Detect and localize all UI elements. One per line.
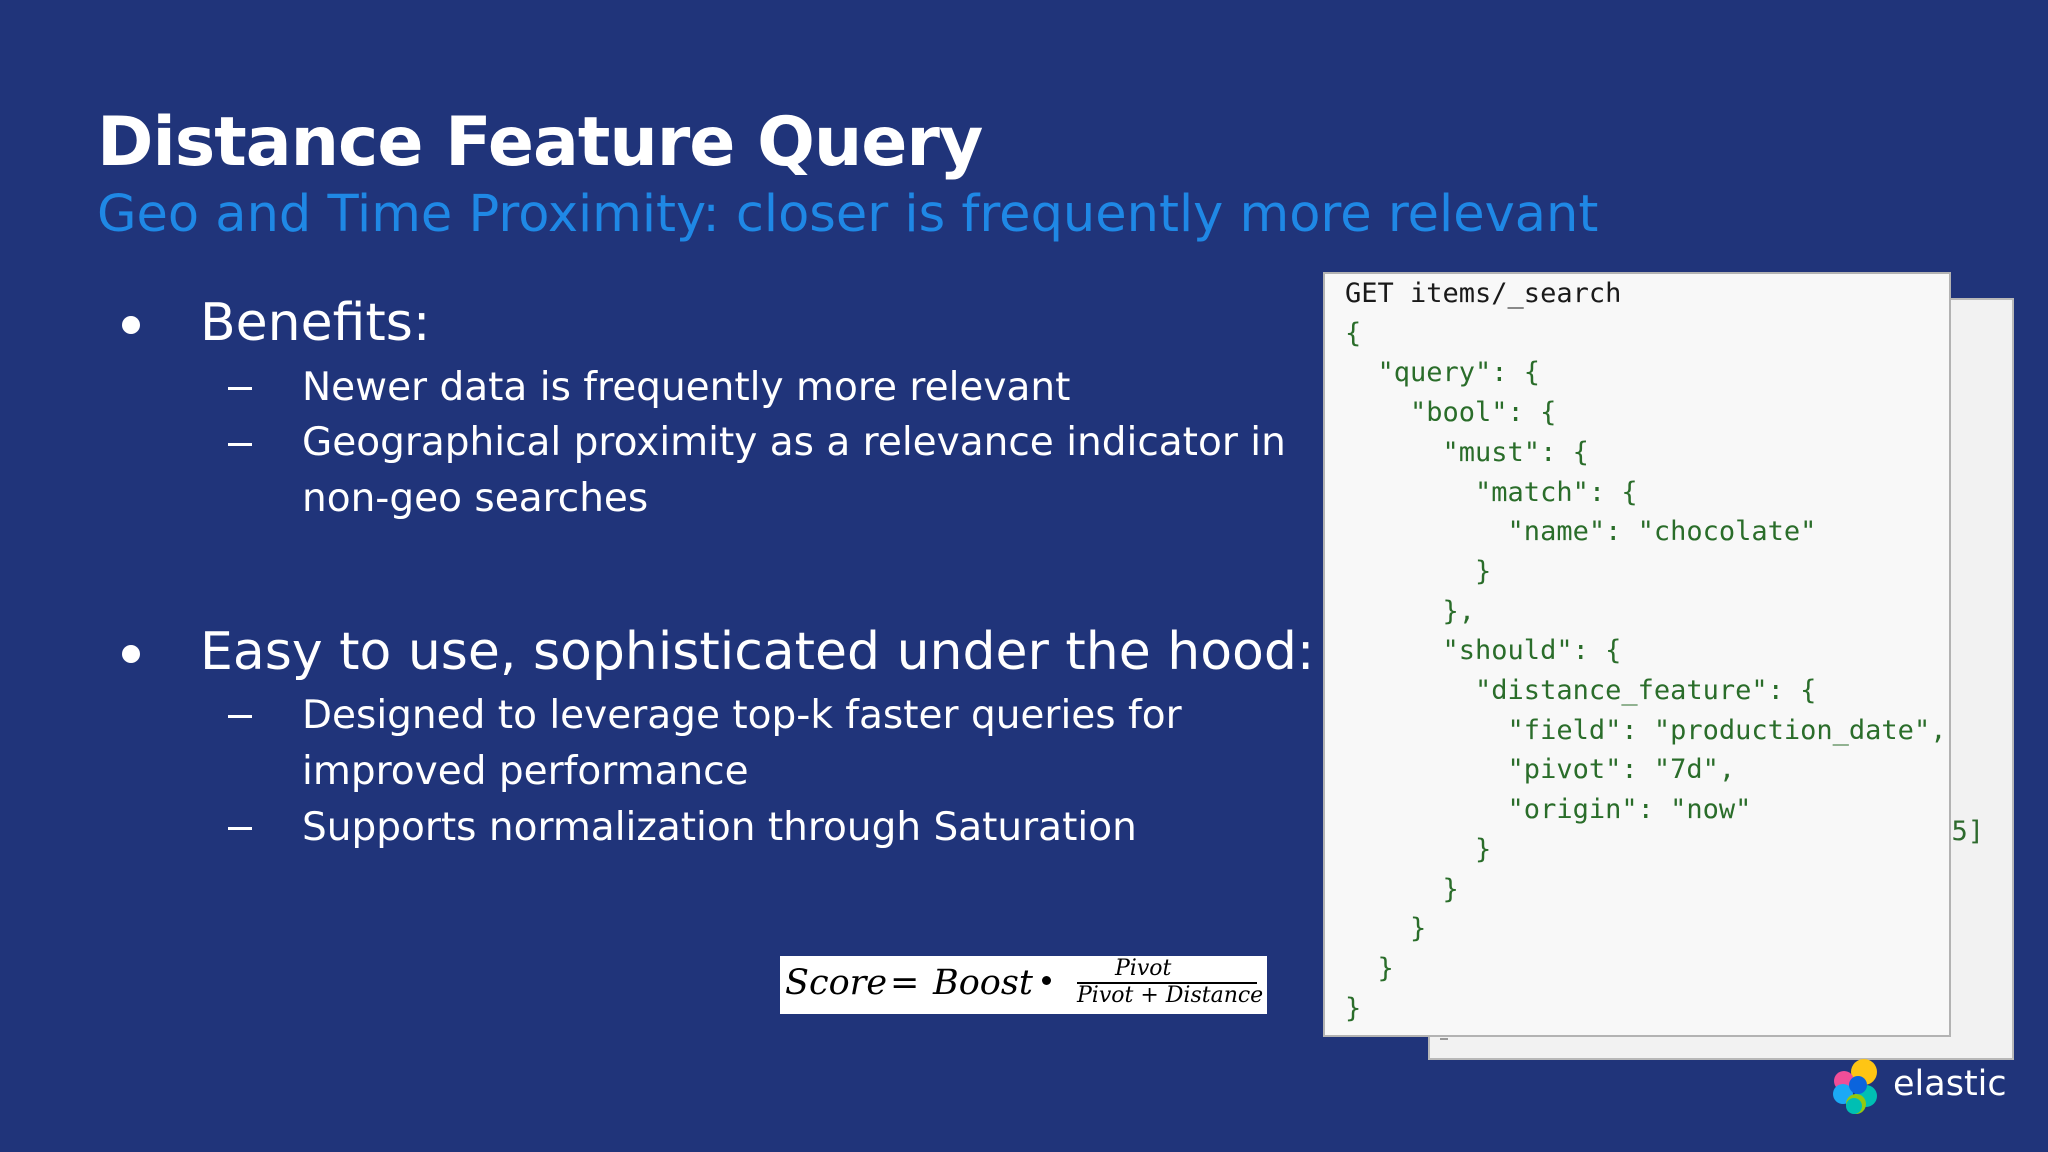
code-request-line: GET items/_search	[1345, 278, 1622, 309]
sub-bullet-newer-data: Newer data is frequently more relevant	[302, 365, 1071, 410]
bullet-benefits: Benefits:	[200, 293, 431, 353]
elastic-logo-text: elastic	[1893, 1064, 2007, 1104]
sub-bullet-geo-line-1: Geographical proximity as a relevance in…	[302, 420, 1286, 465]
slide-subtitle: Geo and Time Proximity: closer is freque…	[97, 185, 1599, 244]
slide-title: Distance Feature Query	[97, 103, 983, 182]
formula-score: Score	[785, 963, 888, 1003]
sub-bullet-dash	[228, 715, 252, 718]
formula-denominator: Pivot + Distance	[1077, 983, 1264, 1008]
code-block: GET items/_search { "query": { "bool": {…	[1345, 274, 1946, 1028]
score-formula: Score = Boost Pivot Pivot + Distance	[780, 956, 1267, 1014]
formula-fraction-bar	[1077, 982, 1257, 984]
sub-bullet-dash	[228, 387, 252, 390]
formula-multiply-dot	[1042, 976, 1051, 985]
bullet-dot	[122, 316, 140, 334]
code-card: GET items/_search { "query": { "bool": {…	[1323, 272, 1951, 1037]
formula-boost: Boost	[933, 963, 1033, 1003]
back-card-mark	[1440, 1038, 1448, 1040]
sub-bullet-saturation: Supports normalization through Saturatio…	[302, 805, 1137, 850]
code-json-body: { "query": { "bool": { "must": { "match"…	[1345, 317, 1947, 1024]
formula-equals: =	[890, 963, 920, 1003]
bullet-easy-to-use: Easy to use, sophisticated under the hoo…	[200, 622, 1315, 682]
elastic-logo: elastic	[1830, 1056, 2010, 1116]
sub-bullet-dash	[228, 827, 252, 830]
formula-numerator: Pivot	[1115, 956, 1172, 981]
elastic-logo-icon	[1833, 1059, 1877, 1114]
sub-bullet-geo-line-2: non-geo searches	[302, 476, 649, 521]
sub-bullet-dash	[228, 443, 252, 446]
sub-bullet-topk-line-1: Designed to leverage top-k faster querie…	[302, 693, 1182, 738]
bullet-dot	[122, 645, 140, 663]
sub-bullet-topk-line-2: improved performance	[302, 749, 749, 794]
